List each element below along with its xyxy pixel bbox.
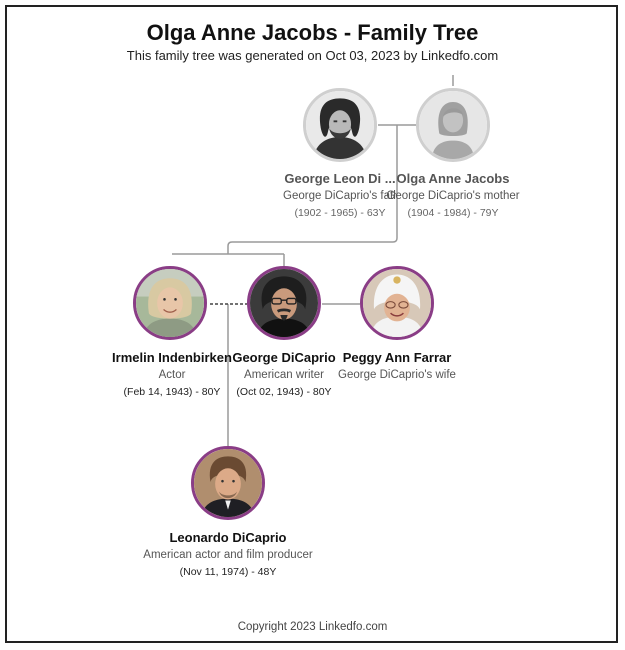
person-olga: Olga Anne Jacobs George DiCaprio's mothe… xyxy=(368,171,538,219)
avatar-peggy[interactable] xyxy=(360,266,434,340)
person-name[interactable]: George Leon Di ... xyxy=(284,171,396,186)
portrait-peggy-icon xyxy=(363,269,431,337)
person-relation: George DiCaprio's father xyxy=(283,190,396,202)
person-relation: American writer xyxy=(244,369,324,381)
page-subtitle: This family tree was generated on Oct 03… xyxy=(126,48,499,63)
person-dates: (Feb 14, 1943) - 80Y xyxy=(123,386,221,398)
person-peggy: Peggy Ann Farrar George DiCaprio's wife xyxy=(312,350,482,386)
person-relation: George DiCaprio's wife xyxy=(338,369,456,381)
person-relation: Actor xyxy=(158,369,186,381)
person-name[interactable]: Leonardo DiCaprio xyxy=(169,530,287,545)
avatar-george-dicaprio[interactable] xyxy=(247,266,321,340)
avatar-leonardo[interactable] xyxy=(191,446,265,520)
person-george-leon: George Leon Di ... George DiCaprio's fat… xyxy=(255,171,425,219)
person-name[interactable]: Irmelin Indenbirken xyxy=(112,350,232,365)
person-relation: American actor and film producer xyxy=(143,549,313,561)
portrait-george-dicaprio-icon xyxy=(250,269,318,337)
person-name[interactable]: Peggy Ann Farrar xyxy=(342,350,452,365)
person-dates: (1902 - 1965) - 63Y xyxy=(294,207,386,219)
person-george-dicaprio: George DiCaprio American writer (Oct 02,… xyxy=(199,350,369,398)
person-dates: (Nov 11, 1974) - 48Y xyxy=(179,566,277,578)
person-relation: George DiCaprio's mother xyxy=(386,190,520,202)
person-leonardo: Leonardo DiCaprio American actor and fil… xyxy=(143,530,313,578)
avatar-olga[interactable] xyxy=(416,88,490,162)
page-frame xyxy=(5,5,618,643)
portrait-irmelin-icon xyxy=(136,269,204,337)
female-placeholder-icon xyxy=(419,91,487,159)
portrait-george-leon-icon xyxy=(306,91,374,159)
person-irmelin: Irmelin Indenbirken Actor (Feb 14, 1943)… xyxy=(87,350,257,398)
portrait-leonardo-icon xyxy=(194,449,262,517)
person-name[interactable]: George DiCaprio xyxy=(232,350,336,365)
person-dates: (Oct 02, 1943) - 80Y xyxy=(236,386,332,398)
page-title: Olga Anne Jacobs - Family Tree xyxy=(146,20,479,45)
footer-copyright: Copyright 2023 Linkedfo.com xyxy=(237,621,388,633)
person-dates: (1904 - 1984) - 79Y xyxy=(407,207,499,219)
avatar-irmelin[interactable] xyxy=(133,266,207,340)
avatar-george-leon[interactable] xyxy=(303,88,377,162)
person-name[interactable]: Olga Anne Jacobs xyxy=(396,171,510,186)
connector-parents-to-children xyxy=(227,125,398,254)
